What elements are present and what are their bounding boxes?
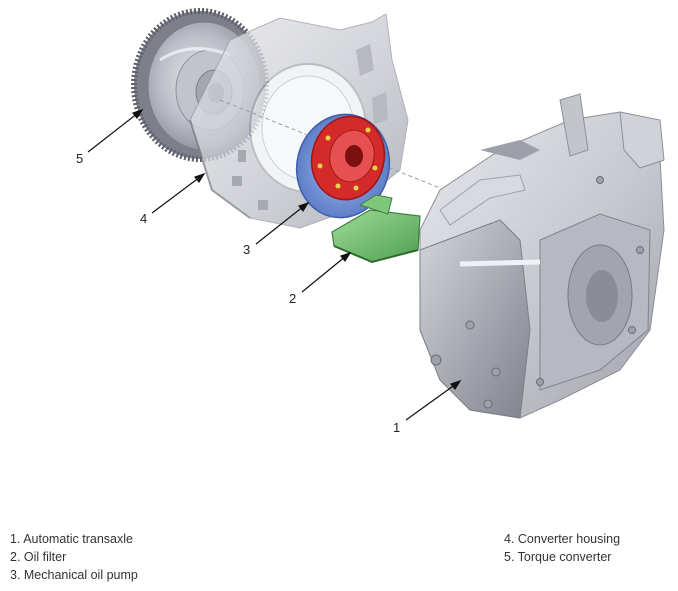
legend-column-left: 1. Automatic transaxle 2. Oil filter 3. … <box>10 530 138 584</box>
exploded-assembly-diagram: 5 4 3 2 1 <box>76 8 665 435</box>
leader-line-5 <box>87 112 139 153</box>
legend-item-mechanical-oil-pump: 3. Mechanical oil pump <box>10 568 138 582</box>
legend-item-oil-filter: 2. Oil filter <box>10 550 67 564</box>
mechanical-oil-pump <box>295 113 391 219</box>
callout-3: 3 <box>243 242 251 257</box>
parts-legend: 1. Automatic transaxle 2. Oil filter 3. … <box>0 530 678 590</box>
legend-item-torque-converter: 5. Torque converter <box>504 550 612 564</box>
leader-line-1 <box>405 383 457 421</box>
legend-column-right: 4. Converter housing 5. Torque converter <box>504 530 620 566</box>
legend-item-converter-housing: 4. Converter housing <box>504 532 621 546</box>
callout-1: 1 <box>393 420 401 435</box>
leader-line-2 <box>301 255 347 293</box>
leader-arrow-2 <box>339 251 352 263</box>
leader-arrow-3 <box>297 201 310 213</box>
oil-filter <box>331 194 421 264</box>
leader-line-4 <box>151 176 201 214</box>
legend-item-automatic-transaxle: 1. Automatic transaxle <box>10 532 133 546</box>
callout-2: 2 <box>289 291 297 306</box>
callout-4: 4 <box>140 211 148 226</box>
leader-arrow-4 <box>193 172 206 184</box>
leader-arrow-5 <box>131 108 144 120</box>
leader-arrow-1 <box>449 379 462 391</box>
callout-5: 5 <box>76 151 84 166</box>
assembly-illustration <box>87 8 665 421</box>
leader-lines <box>87 108 462 421</box>
automatic-transaxle <box>419 93 665 419</box>
leader-line-3 <box>255 205 305 245</box>
